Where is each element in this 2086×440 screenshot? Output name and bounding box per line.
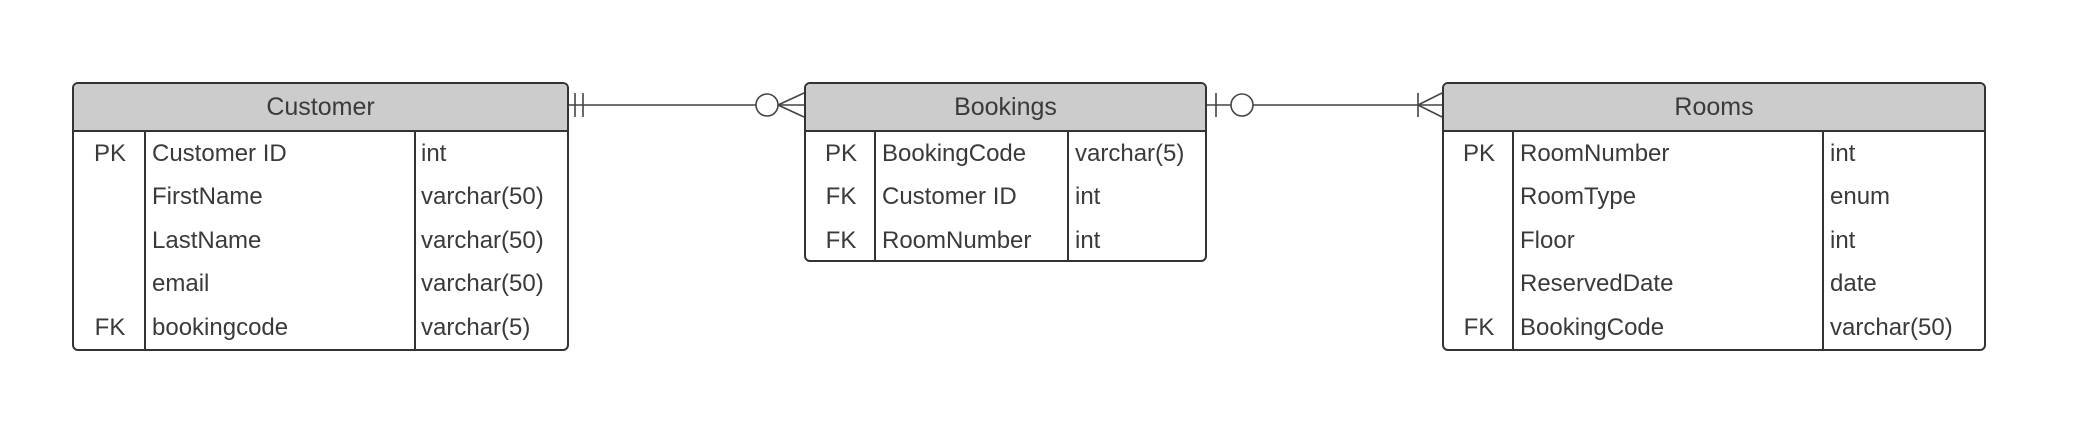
field-row: FirstName varchar(50) <box>74 176 567 220</box>
field-type: int <box>1830 226 1856 254</box>
field-name: FirstName <box>152 183 263 211</box>
relationship-bookings-rooms <box>1207 92 1443 118</box>
field-type: varchar(50) <box>421 270 544 298</box>
entity-fields: PK BookingCode varchar(5) FK Customer ID… <box>806 132 1205 260</box>
field-row: FK bookingcode varchar(5) <box>74 306 567 349</box>
field-type: enum <box>1830 183 1891 211</box>
field-row: FK Customer ID int <box>806 176 1205 220</box>
field-name: email <box>152 270 210 298</box>
field-name: BookingCode <box>882 139 1027 167</box>
field-row: RoomType enum <box>1444 176 1984 220</box>
entity-customer[interactable]: Customer PK Customer ID int FirstName va… <box>72 82 569 351</box>
field-type: varchar(50) <box>421 226 544 254</box>
field-name: Customer ID <box>882 183 1017 211</box>
field-name: Floor <box>1520 226 1575 254</box>
entity-title: Bookings <box>806 84 1205 132</box>
crowfoot-lower <box>777 104 805 118</box>
field-type: int <box>1075 183 1101 211</box>
field-name: RoomNumber <box>882 226 1032 254</box>
field-type: varchar(50) <box>421 183 544 211</box>
key-cell: FK <box>94 313 126 341</box>
crowfoot-lower <box>1417 104 1443 118</box>
field-name: ReservedDate <box>1520 270 1674 298</box>
field-type: date <box>1830 270 1877 298</box>
field-name: Customer ID <box>152 139 287 167</box>
key-cell: PK <box>1462 139 1495 167</box>
entity-bookings[interactable]: Bookings PK BookingCode varchar(5) FK Cu… <box>804 82 1207 262</box>
field-row: FK BookingCode varchar(50) <box>1444 306 1984 349</box>
field-row: LastName varchar(50) <box>74 219 567 263</box>
field-type: varchar(50) <box>1830 313 1953 341</box>
entity-fields: PK Customer ID int FirstName varchar(50)… <box>74 132 567 349</box>
relationship-customer-bookings <box>569 92 805 118</box>
field-row: FK RoomNumber int <box>806 219 1205 260</box>
crowfoot-upper <box>777 92 805 106</box>
field-name: RoomNumber <box>1520 139 1670 167</box>
entity-fields: PK RoomNumber int RoomType enum Floor in… <box>1444 132 1984 349</box>
entity-title: Customer <box>74 84 567 132</box>
field-name: LastName <box>152 226 262 254</box>
field-type: int <box>1830 139 1856 167</box>
field-name: bookingcode <box>152 313 289 341</box>
field-type: varchar(5) <box>1075 139 1185 167</box>
field-row: email varchar(50) <box>74 263 567 307</box>
field-type: int <box>421 139 447 167</box>
crowfoot-upper <box>1417 92 1443 106</box>
key-cell: FK <box>1463 313 1495 341</box>
field-row: PK RoomNumber int <box>1444 132 1984 176</box>
field-type: varchar(5) <box>421 313 531 341</box>
zero-circle <box>1230 93 1254 117</box>
key-cell: FK <box>825 183 857 211</box>
field-name: RoomType <box>1520 183 1637 211</box>
key-cell: PK <box>824 139 857 167</box>
field-row: PK BookingCode varchar(5) <box>806 132 1205 176</box>
field-row: PK Customer ID int <box>74 132 567 176</box>
entity-title: Rooms <box>1444 84 1984 132</box>
entity-rooms[interactable]: Rooms PK RoomNumber int RoomType enum Fl… <box>1442 82 1986 351</box>
field-name: BookingCode <box>1520 313 1665 341</box>
zero-circle <box>755 93 779 117</box>
field-type: int <box>1075 226 1101 254</box>
key-cell: FK <box>825 226 857 254</box>
key-cell: PK <box>93 139 126 167</box>
field-row: Floor int <box>1444 219 1984 263</box>
field-row: ReservedDate date <box>1444 263 1984 307</box>
